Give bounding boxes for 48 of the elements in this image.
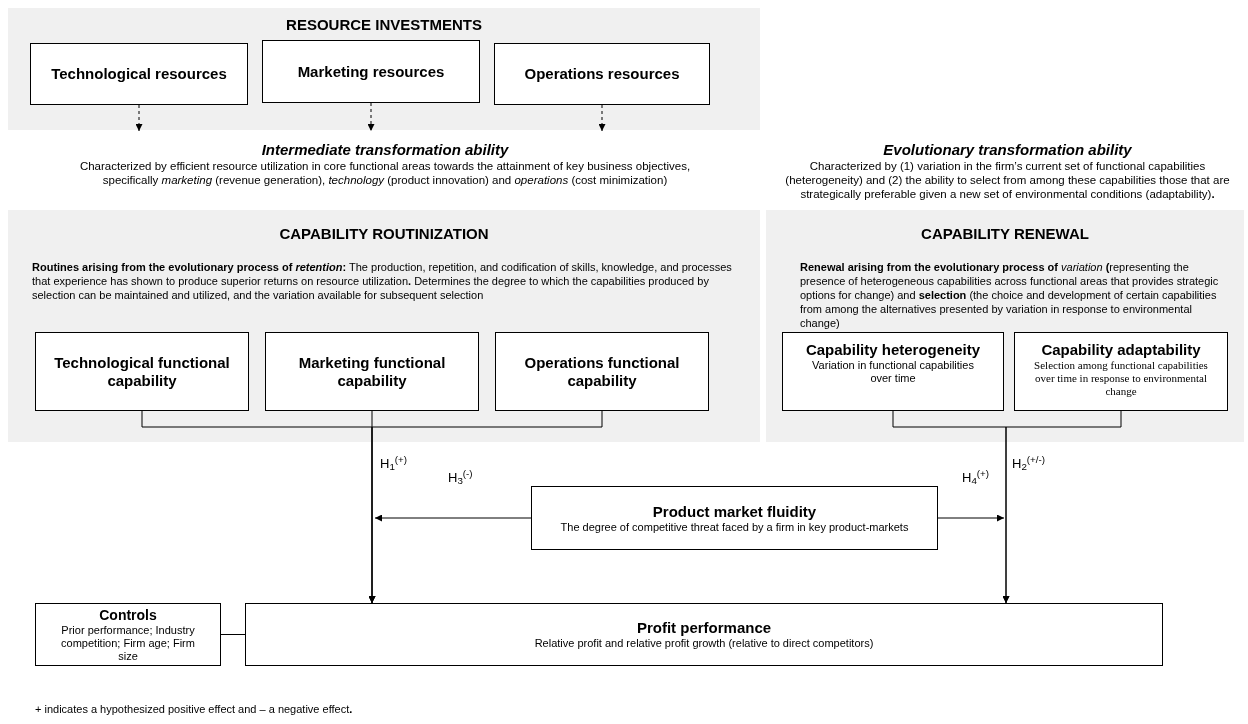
panel-title: CAPABILITY RENEWAL	[920, 224, 1090, 244]
box-title: Profit performance	[636, 619, 772, 637]
box-title: Marketing functional capability	[297, 353, 447, 390]
connector-line	[220, 634, 246, 635]
box-title: Technological functional capability	[53, 353, 231, 390]
arrow	[937, 514, 1005, 522]
arrow	[368, 410, 603, 604]
box-title: Marketing resources	[297, 62, 445, 81]
box-description: Prior performance; Industry competition; Firm age; Firm size	[60, 623, 196, 663]
section-panel	[766, 210, 1244, 442]
arrow	[374, 514, 532, 522]
section-heading: Intermediate transformation ability	[261, 141, 509, 159]
process-box	[782, 332, 1004, 411]
panel-description: Renewal arising from the evolutionary process of variation (representing the presence of heterogeneous capabilities across functional areas that provides strategic options for change) and selection (the choice and development of certain capabilities from among the alternatives presented by variation in response to environmental change)	[800, 260, 1220, 330]
box-title: Operations functional capability	[523, 353, 681, 390]
box-title: Product market fluidity	[652, 502, 817, 521]
process-box	[262, 40, 480, 103]
description-text: Characterized by efficient resource utilization in core functional areas towards the attainment of key business objectives, specifically marketing (revenue generation), technology (product innovation) and operations (cost minimization)	[78, 159, 692, 187]
arrow	[598, 104, 606, 132]
process-box	[30, 43, 248, 105]
description-text: Characterized by (1) variation in the firm’s current set of functional capabilities (heterogeneity) and (2) the ability to select from among these capabilities those that are strategically preferable given a new set of environmental conditions (adaptability).	[784, 159, 1231, 201]
section-panel	[8, 8, 760, 130]
box-description: The degree of competitive threat faced by a firm in key product-markets	[559, 520, 910, 534]
process-box	[531, 486, 938, 550]
process-box	[1014, 332, 1228, 411]
box-title: Capability heterogeneity	[805, 341, 981, 359]
box-description: Selection among functional capabilities over time in response to environmental change	[1033, 359, 1209, 398]
box-title: Technological resources	[51, 65, 227, 83]
footnote: + indicates a hypothesized positive effect and – a negative effect.	[35, 703, 353, 716]
section-heading: Evolutionary transformation ability	[883, 141, 1132, 159]
arrow	[135, 104, 143, 132]
box-title: Controls	[99, 606, 157, 624]
arrow	[367, 102, 375, 132]
box-title: Operations resources	[524, 65, 680, 83]
process-box	[265, 332, 479, 411]
process-box	[35, 332, 249, 411]
process-box	[494, 43, 710, 105]
panel-title: RESOURCE INVESTMENTS	[285, 15, 483, 35]
panel-title: CAPABILITY ROUTINIZATION	[278, 224, 490, 244]
process-box	[495, 332, 709, 411]
panel-description: Routines arising from the evolutionary process of retention: The production, repetition, and codification of skills, knowledge, and processes that experience has shown to produce superior returns on resource utilization. Determines the degree to which the capabilities produced by selection can be maintained and utilized, and the variation available for subsequent selection	[32, 260, 733, 302]
arrow	[1002, 410, 1122, 604]
process-box	[245, 603, 1163, 666]
box-description: Relative profit and relative profit growth (relative to direct competitors)	[533, 637, 875, 650]
box-description: Variation in functional capabilities over time	[811, 359, 975, 385]
process-box	[35, 603, 221, 666]
box-title: Capability adaptability	[1041, 341, 1201, 359]
section-panel	[8, 210, 760, 442]
